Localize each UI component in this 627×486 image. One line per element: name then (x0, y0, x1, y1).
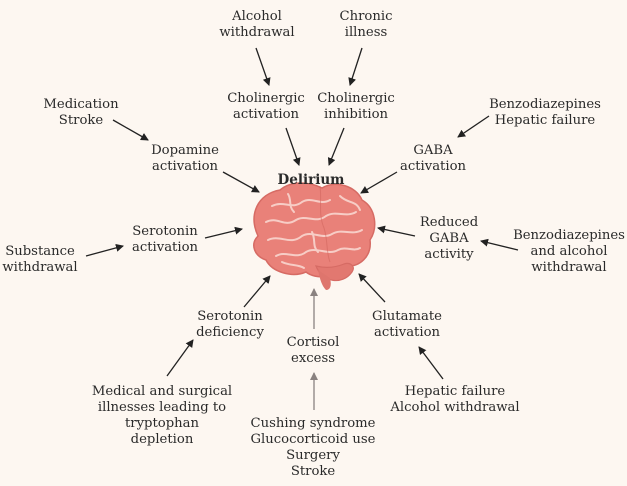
arrow-serotonin-activation-to-delirium (204, 226, 243, 239)
arrow-medication-to-dopamine (112, 119, 149, 141)
label-serotonin-activation: Serotonin activation (131, 224, 199, 255)
brain-icon (253, 182, 376, 290)
label-benzo-hepatic: Benzodiazepines Hepatic failure (489, 97, 601, 128)
arrow-substance-to-serotonin (85, 243, 124, 257)
label-gaba-activation: GABA activation (399, 143, 467, 174)
arrow-serotonin-deficiency-to-delirium (243, 275, 271, 308)
label-medical-surgical: Medical and surgical illnesses leading t… (91, 384, 233, 447)
label-alcohol-withdrawal: Alcohol withdrawal (219, 9, 295, 40)
label-cholinergic-inhibition: Cholinergic inhibition (317, 91, 395, 122)
arrow-cholinergic-inhibition-to-delirium (327, 127, 345, 166)
label-glutamate-activation: Glutamate activation (372, 309, 442, 340)
label-substance-withdrawal: Substance withdrawal (2, 244, 78, 275)
label-cholinergic-activation: Cholinergic activation (227, 91, 305, 122)
label-chronic-illness: Chronic illness (339, 9, 393, 40)
arrow-benzo-alcohol-to-reduced-gaba (480, 238, 519, 251)
arrow-chronic-to-cholinergic-inhibition (348, 47, 363, 86)
arrow-medical-to-serotonin-deficiency (166, 339, 194, 377)
label-medication-stroke: Medication Stroke (43, 97, 119, 128)
label-benzo-alcohol-withdrawal: Benzodiazepines and alcohol withdrawal (513, 228, 625, 275)
arrow-alcohol-to-cholinergic-activation (255, 47, 271, 86)
arrow-gaba-to-delirium (360, 171, 398, 194)
label-serotonin-deficiency: Serotonin deficiency (196, 309, 264, 340)
delirium-title: Delirium (277, 172, 345, 188)
label-dopamine-activation: Dopamine activation (151, 143, 219, 174)
label-cushing-etc: Cushing syndrome Glucocorticoid use Surg… (250, 416, 376, 479)
arrows (85, 47, 519, 380)
arrow-glutamate-to-delirium (358, 273, 386, 303)
label-hepatic-alcohol: Hepatic failure Alcohol withdrawal (390, 384, 520, 415)
arrow-hepatic-alcohol-to-glutamate (418, 346, 444, 380)
arrow-cholinergic-activation-to-delirium (285, 127, 301, 166)
arrow-dopamine-to-delirium (222, 171, 260, 193)
arrow-benzo-hepatic-to-gaba (457, 115, 490, 138)
label-cortisol-excess: Cortisol excess (286, 335, 340, 366)
arrow-reduced-gaba-to-delirium (377, 225, 416, 237)
label-reduced-gaba: Reduced GABA activity (419, 215, 479, 262)
